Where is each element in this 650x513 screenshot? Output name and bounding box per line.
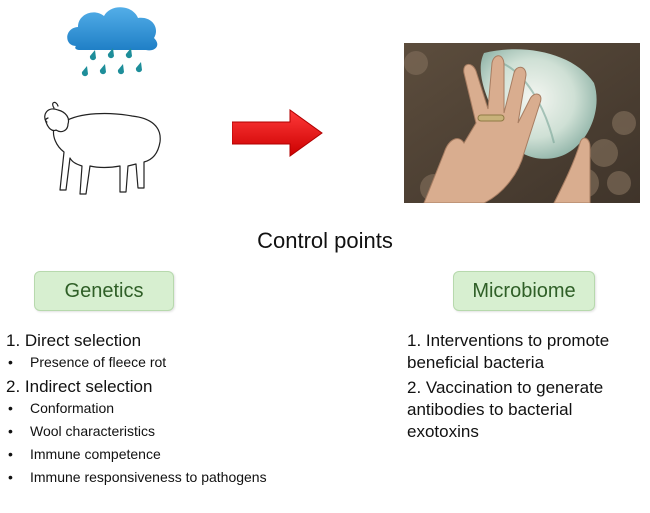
genetics-label-box: Genetics <box>34 271 174 311</box>
list-item: 2. Vaccination to generate antibodies to… <box>407 378 604 441</box>
list-item: 1. Interventions to promote beneficial b… <box>407 331 610 372</box>
list-item: Immune competence <box>6 445 306 464</box>
microbiome-label: Microbiome <box>472 280 576 302</box>
list-item: Immune responsiveness to pathogens <box>6 468 306 487</box>
microbiome-label-box: Microbiome <box>453 271 595 311</box>
fleece-rot-photo <box>404 43 640 203</box>
indirect-selection-heading: 2. Indirect selection <box>6 377 153 396</box>
rain-cloud-icon <box>67 7 158 77</box>
genetics-label: Genetics <box>64 280 144 302</box>
list-item: Presence of fleece rot <box>6 353 306 372</box>
direct-selection-heading: 1. Direct selection <box>6 331 142 350</box>
sheep-icon <box>44 101 161 195</box>
list-item: Conformation <box>6 399 306 418</box>
genetics-list: 1. Direct selection Presence of fleece r… <box>6 330 306 491</box>
list-item: Wool characteristics <box>6 422 306 441</box>
page-title: Control points <box>257 228 393 253</box>
right-arrow-icon <box>232 109 323 157</box>
microbiome-list: 1. Interventions to promote beneficial b… <box>407 330 647 446</box>
